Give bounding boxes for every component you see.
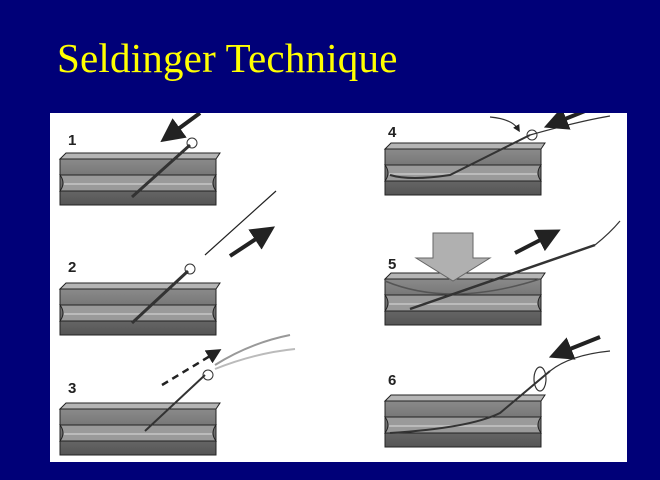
step-1-label: 1 xyxy=(68,132,76,149)
seldinger-diagram: 1 2 3 4 5 xyxy=(50,113,627,462)
arrow-icon xyxy=(161,349,222,387)
syringe-hub-icon xyxy=(186,137,198,149)
slide-title: Seldinger Technique xyxy=(57,35,398,81)
pressure-arrow-icon xyxy=(414,232,492,282)
step-6: 6 xyxy=(384,335,611,448)
step-3: 3 xyxy=(59,334,296,456)
rotate-arrow-icon xyxy=(533,366,547,392)
step-3-label: 3 xyxy=(68,380,76,397)
arrow-icon xyxy=(160,113,202,143)
step-5-label: 5 xyxy=(388,256,396,273)
arrow-icon xyxy=(543,113,586,130)
step-2-label: 2 xyxy=(68,259,76,276)
arrow-icon xyxy=(514,229,561,255)
step-1: 1 xyxy=(59,113,221,206)
step-5: 5 xyxy=(384,220,621,326)
curved-arrow-icon xyxy=(489,116,520,133)
arrow-icon xyxy=(228,226,276,258)
step-4-label: 4 xyxy=(388,124,397,141)
step-4: 4 xyxy=(384,113,611,196)
step-2: 2 xyxy=(59,190,277,336)
arrow-icon xyxy=(548,335,601,360)
step-6-label: 6 xyxy=(388,372,396,389)
